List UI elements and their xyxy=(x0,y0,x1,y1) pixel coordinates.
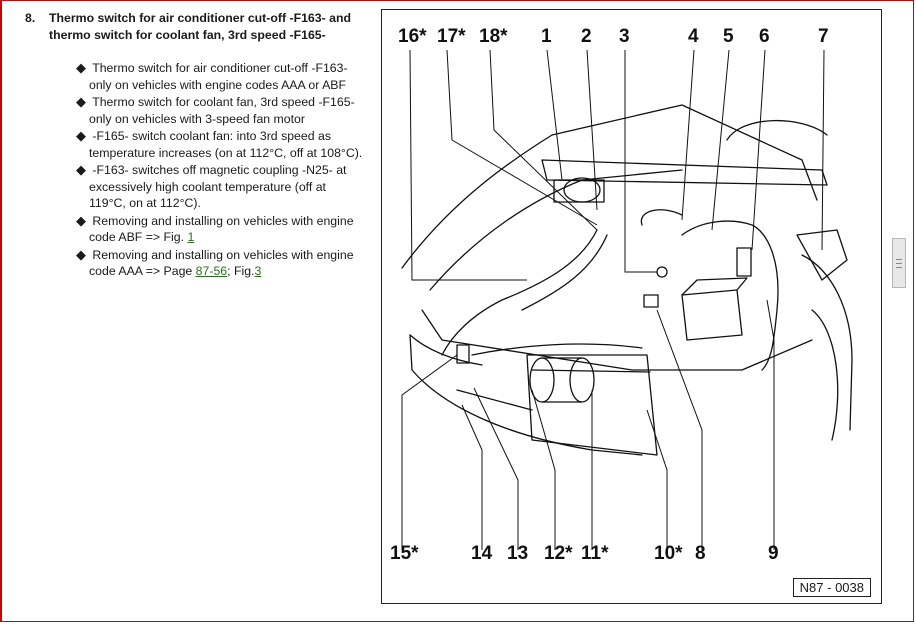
callout-7: 7 xyxy=(818,26,829,47)
callout-14: 14 xyxy=(471,543,493,564)
callout-1: 1 xyxy=(541,26,552,47)
diamond-bullet-icon: ◆ xyxy=(76,60,86,75)
diamond-bullet-icon: ◆ xyxy=(76,212,86,228)
bullet-suffix: ; Fig. xyxy=(227,264,255,278)
fig-1-link[interactable]: 1 xyxy=(187,230,195,244)
diamond-bullet-icon: ◆ xyxy=(76,128,86,143)
list-item: ◆ Removing and installing on vehicles wi… xyxy=(76,247,366,280)
callout-17: 17* xyxy=(437,26,466,47)
callout-5: 5 xyxy=(723,26,734,47)
callout-9: 9 xyxy=(768,543,779,564)
list-item: ◆ -F163- switches off magnetic coupling … xyxy=(76,162,366,212)
callout-11: 11* xyxy=(581,543,609,564)
bullet-text: Removing and installing on vehicles with… xyxy=(89,247,354,279)
fig-3-link[interactable]: 3 xyxy=(254,264,262,278)
diamond-bullet-icon: ◆ xyxy=(76,246,86,262)
grip-line xyxy=(896,267,902,268)
list-item: ◆ Thermo switch for air conditioner cut-… xyxy=(76,60,366,93)
grip-line xyxy=(896,263,902,264)
list-item: ◆ Removing and installing on vehicles wi… xyxy=(76,213,366,246)
callout-16: 16* xyxy=(398,26,427,47)
bullet-text: Removing and installing on vehicles with… xyxy=(89,213,354,245)
diamond-bullet-icon: ◆ xyxy=(76,94,86,109)
callout-4: 4 xyxy=(688,26,699,47)
list-item: ◆ Thermo switch for coolant fan, 3rd spe… xyxy=(76,94,366,127)
callout-2: 2 xyxy=(581,26,592,47)
bullet-text: -F165- switch coolant fan: into 3rd spee… xyxy=(89,129,363,160)
callout-8: 8 xyxy=(695,543,706,564)
step-number: 8. xyxy=(25,11,36,25)
callout-3: 3 xyxy=(619,26,630,47)
grip-line xyxy=(896,259,902,260)
diamond-bullet-icon: ◆ xyxy=(76,162,86,177)
callout-12: 12* xyxy=(544,543,573,564)
page-87-56-link[interactable]: 87-56 xyxy=(195,264,228,278)
engine-bay-drawing xyxy=(401,49,853,550)
bullet-text: Thermo switch for air conditioner cut-of… xyxy=(89,61,348,92)
callout-15: 15* xyxy=(390,543,419,564)
step-title: Thermo switch for air conditioner cut-of… xyxy=(49,11,351,42)
bullet-list: ◆ Thermo switch for air conditioner cut-… xyxy=(76,60,366,281)
callout-10: 10* xyxy=(654,543,683,564)
callout-18: 18* xyxy=(479,26,508,47)
callout-13: 13 xyxy=(507,543,529,564)
engine-bay-diagram: 16* 17* 18* 1 2 3 4 5 6 7 15* 14 13 12* … xyxy=(381,9,882,604)
list-item: ◆ -F165- switch coolant fan: into 3rd sp… xyxy=(76,128,366,161)
bullet-text: Thermo switch for coolant fan, 3rd speed… xyxy=(89,95,355,126)
figure-reference: N87 - 0038 xyxy=(792,578,871,597)
callout-6: 6 xyxy=(759,26,770,47)
bullet-text: -F163- switches off magnetic coupling -N… xyxy=(89,163,347,210)
scrollbar-thumb[interactable] xyxy=(892,238,906,288)
